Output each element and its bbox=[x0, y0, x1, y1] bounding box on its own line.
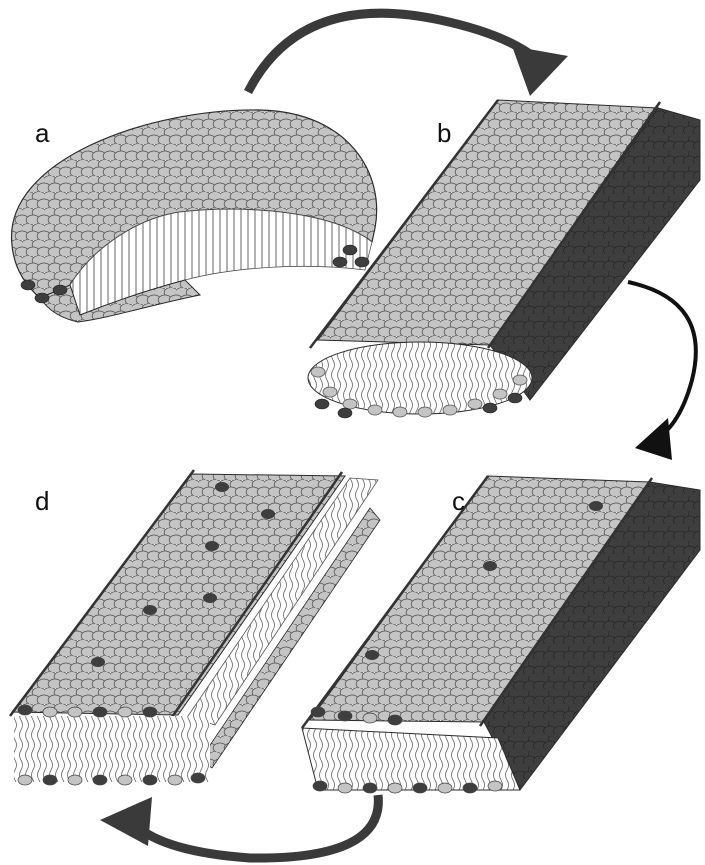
arrow-a-to-b bbox=[248, 13, 540, 92]
panel-label-b: b bbox=[437, 118, 451, 148]
ribbon-b-cross-section bbox=[308, 342, 532, 414]
strip-d-cross-section bbox=[14, 716, 210, 782]
arrow-b-to-c bbox=[628, 282, 696, 440]
panel-label-d: d bbox=[35, 486, 49, 516]
panel-label-c: c bbox=[452, 486, 465, 516]
arrow-a-to-b-head bbox=[512, 46, 568, 96]
arrow-c-to-d bbox=[135, 795, 378, 858]
panel-label-a: a bbox=[35, 118, 50, 148]
arrow-b-to-c-head bbox=[635, 418, 672, 460]
ribbon-c-cross-section bbox=[302, 728, 520, 790]
panel-a-vesicle bbox=[12, 110, 377, 322]
arrow-c-to-d-head bbox=[100, 797, 152, 846]
